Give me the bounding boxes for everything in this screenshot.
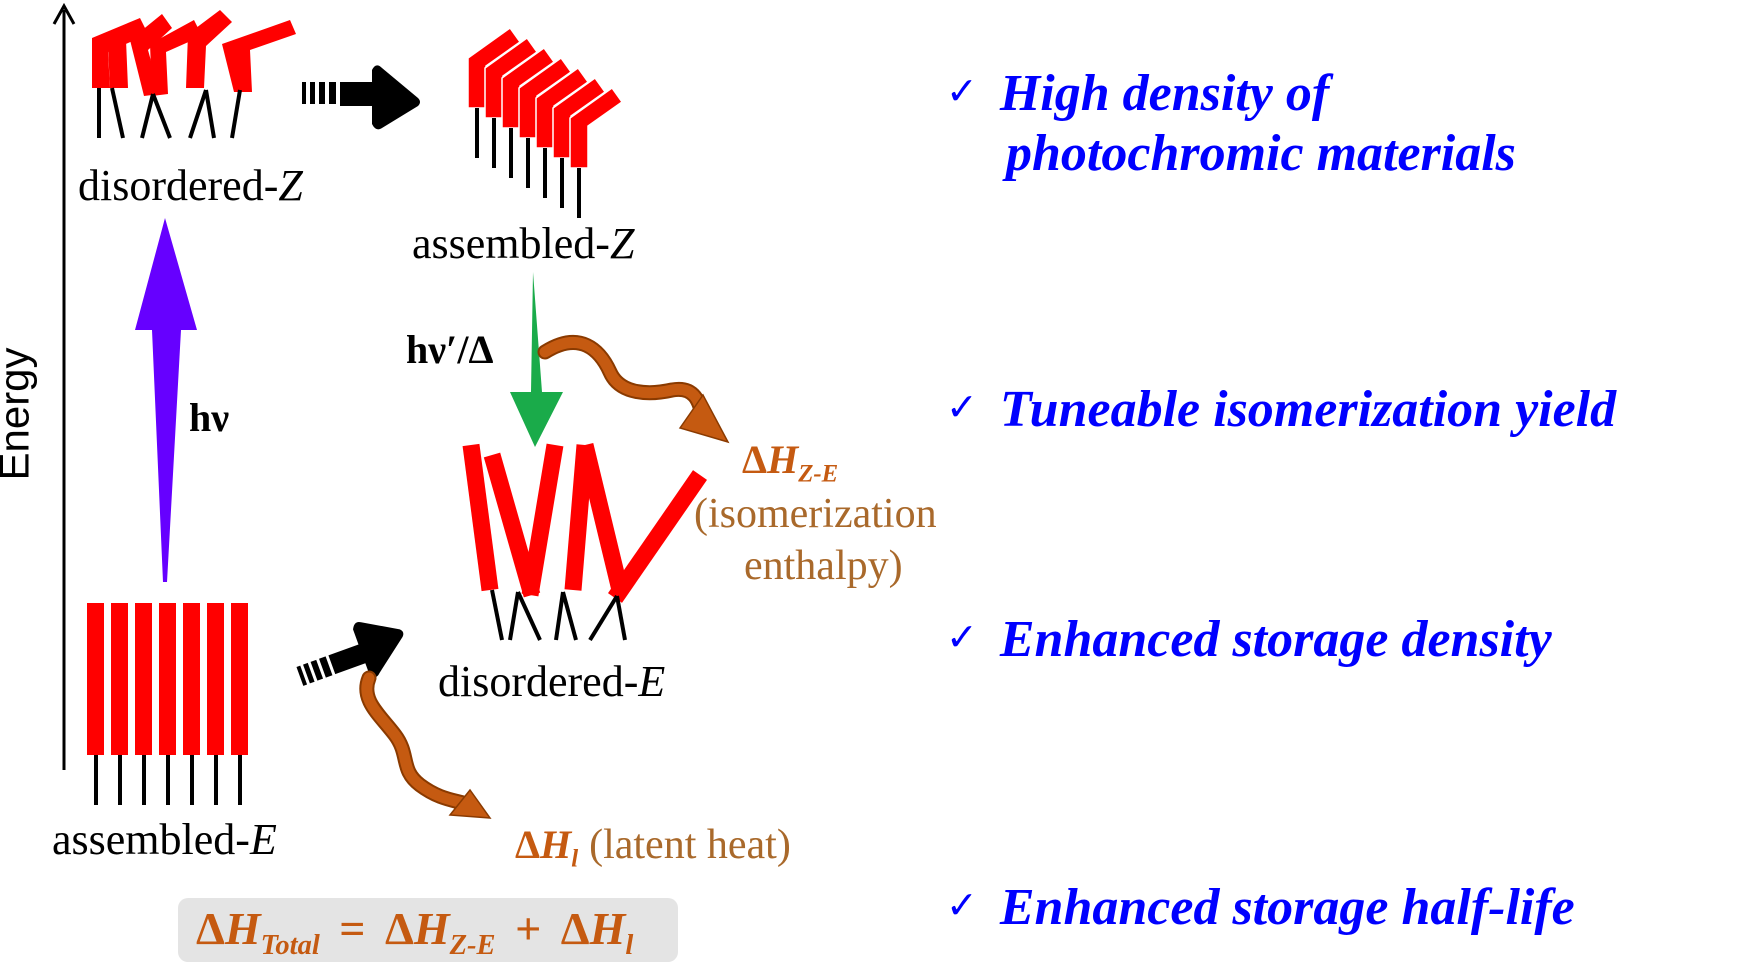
isomerization-enthalpy-desc-line2: enthalpy) bbox=[744, 543, 903, 589]
state-label-assembled-e: assembled-E bbox=[52, 818, 277, 862]
state-isomer: Z bbox=[609, 219, 635, 268]
photoexcitation-label: hν bbox=[189, 395, 230, 440]
total-enthalpy-equation-box bbox=[178, 898, 678, 962]
total-enthalpy-equation: ΔHTotal = ΔHZ-E + ΔHl bbox=[196, 903, 634, 961]
state-prefix: disordered- bbox=[78, 161, 279, 210]
feature-item: ✓Tuneable isomerization yield bbox=[946, 381, 1617, 438]
check-icon: ✓ bbox=[946, 71, 978, 113]
latent-heat-label: ΔHl (latent heat) bbox=[515, 822, 791, 873]
assembled-z-unit bbox=[552, 76, 607, 208]
assembly-arrow-top bbox=[302, 65, 420, 130]
energy-axis-label: Energy bbox=[0, 347, 38, 481]
energy-axis bbox=[52, 2, 76, 770]
assembled-z-unit bbox=[484, 36, 539, 168]
state-prefix: assembled- bbox=[52, 815, 250, 864]
state-prefix: disordered- bbox=[438, 657, 639, 706]
assembled-z-unit bbox=[535, 66, 590, 198]
isomerization-heat-arrow bbox=[537, 334, 730, 444]
assembled-z-unit bbox=[467, 26, 522, 158]
assembled-e-unit bbox=[159, 603, 176, 805]
reverse-transition-label: hν′/Δ bbox=[406, 327, 494, 372]
feature-item: ✓Enhanced storage half-life bbox=[946, 879, 1575, 936]
assembled-e-unit bbox=[111, 603, 128, 805]
state-isomer: E bbox=[638, 657, 666, 706]
assembled-z-unit bbox=[501, 46, 556, 178]
assembly-arrow-bottom bbox=[296, 621, 404, 686]
state-isomer: E bbox=[249, 815, 277, 864]
assembled-e-unit bbox=[87, 603, 104, 805]
state-prefix: assembled- bbox=[412, 219, 610, 268]
assembled-z-unit bbox=[569, 86, 624, 218]
state-label-disordered-z: disordered-Z bbox=[78, 164, 303, 208]
assembled-e-molecules bbox=[87, 603, 248, 805]
disordered-z-molecules bbox=[92, 10, 296, 139]
assembled-e-unit bbox=[207, 603, 224, 805]
check-icon: ✓ bbox=[946, 387, 978, 429]
latent-heat-arrow bbox=[359, 670, 492, 819]
state-label-assembled-z: assembled-Z bbox=[412, 222, 634, 266]
assembled-z-molecules bbox=[467, 26, 624, 218]
assembled-z-unit bbox=[518, 56, 573, 188]
state-isomer: Z bbox=[278, 161, 303, 210]
feature-item: ✓Enhanced storage density bbox=[946, 611, 1552, 668]
check-icon: ✓ bbox=[946, 885, 978, 927]
uv-excitation-arrow bbox=[135, 218, 197, 582]
assembled-e-unit bbox=[135, 603, 152, 805]
isomerization-enthalpy-symbol: ΔHZ-E bbox=[742, 437, 839, 488]
isomerization-enthalpy-desc-line1: (isomerization bbox=[694, 491, 937, 537]
state-label-disordered-e: disordered-E bbox=[438, 660, 665, 704]
assembled-e-unit bbox=[183, 603, 200, 805]
disordered-e-molecules bbox=[462, 443, 707, 642]
relaxation-arrow bbox=[510, 272, 563, 447]
feature-item: ✓High density of photochromic materials bbox=[946, 65, 1516, 182]
check-icon: ✓ bbox=[946, 617, 978, 659]
assembled-e-unit bbox=[231, 603, 248, 805]
